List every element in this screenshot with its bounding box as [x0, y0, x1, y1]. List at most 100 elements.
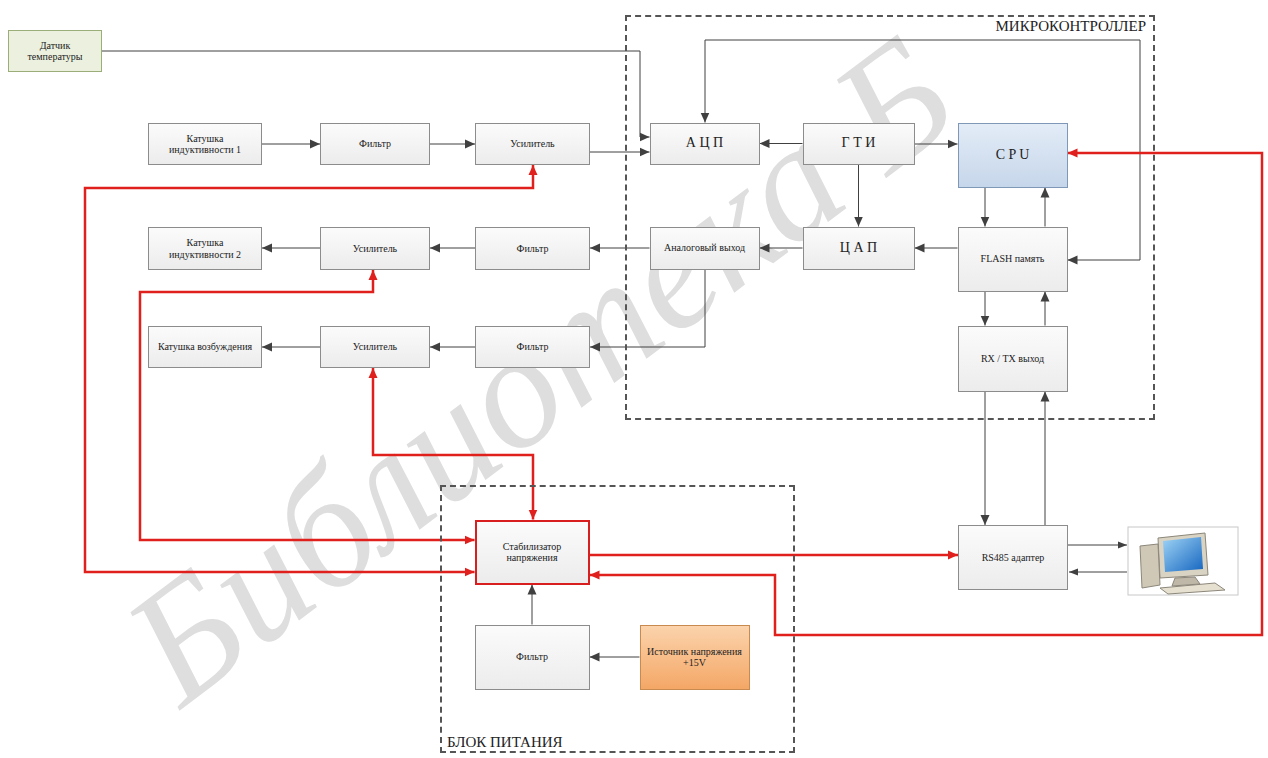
block-box: RX / TX выход — [958, 326, 1068, 392]
signal-connector — [430, 144, 475, 145]
signal-connector — [985, 292, 986, 326]
box-label: Стабилизатор напряжения — [480, 541, 585, 564]
block-box: Г Т И — [803, 123, 915, 165]
block-box: Катушка возбуждения — [148, 326, 262, 368]
signal-connector — [760, 248, 803, 249]
box-label-group: Фильтр — [517, 341, 549, 353]
box-label-group: Ц А П — [840, 240, 877, 256]
block-box: Датчик температуры — [8, 30, 102, 72]
box-label: Ц А П — [840, 240, 877, 256]
box-label: Фильтр — [516, 651, 548, 663]
box-label-group: Усилитель — [353, 341, 397, 353]
box-label-group: Катушка индуктивности 2 — [153, 237, 257, 260]
block-box: C P U — [958, 123, 1068, 188]
signal-connector — [430, 248, 475, 249]
signal-connector — [985, 392, 986, 526]
signal-connector — [915, 144, 958, 145]
signal-connector — [262, 248, 320, 249]
box-label: C P U — [996, 147, 1030, 163]
box-label-group: Стабилизатор напряжения — [480, 541, 585, 564]
signal-connector — [590, 248, 650, 249]
box-label-group: RX / TX выход — [981, 353, 1044, 365]
box-label-group: Датчик температуры — [13, 40, 97, 63]
box-label: FLASH память — [981, 253, 1045, 265]
box-label: Фильтр — [359, 138, 391, 150]
signal-connector — [262, 347, 320, 348]
block-box: Катушка индуктивности 2 — [148, 227, 262, 270]
signal-connector — [262, 144, 320, 145]
box-label: Г Т И — [842, 135, 876, 151]
box-label: А Ц П — [686, 135, 723, 151]
block-box: Фильтр — [475, 326, 590, 368]
box-label: Усилитель — [510, 138, 554, 150]
block-box: Фильтр — [475, 625, 590, 690]
box-label-group: C P U — [996, 147, 1030, 163]
signal-connector — [532, 585, 533, 625]
block-box: Усилитель — [320, 326, 430, 368]
dashed-region: БЛОК ПИТАНИЯ Стабилизатор напряженияФильт… — [440, 485, 795, 753]
block-box: Аналоговый выход — [650, 227, 760, 270]
box-label: RS485 адаптер — [982, 552, 1045, 564]
box-label-group: Г Т И — [842, 135, 876, 151]
block-box: Стабилизатор напряжения — [475, 520, 590, 585]
power-connector — [85, 165, 533, 572]
signal-connector — [1045, 188, 1046, 227]
dashed-region: МИКРОКОНТРОЛЛЕР А Ц П Г Т И C P U Аналоговый… — [625, 15, 1155, 420]
region-heading: БЛОК ПИТАНИЯ — [444, 734, 566, 751]
block-box: Ц А П — [803, 227, 915, 270]
block-box: RS485 адаптер — [958, 525, 1068, 590]
box-label: Катушка индуктивности 1 — [153, 133, 257, 156]
block-box: А Ц П — [650, 123, 760, 165]
box-label: Фильтр — [517, 243, 549, 255]
computer-icon — [1128, 527, 1238, 595]
box-label-group: Усилитель — [353, 243, 397, 255]
box-label-group: Усилитель — [510, 138, 554, 150]
box-label: Источник напряжения +15V — [645, 646, 745, 669]
box-label: Фильтр — [517, 341, 549, 353]
box-label-group: Катушка возбуждения — [158, 341, 252, 353]
signal-connector — [858, 165, 859, 227]
box-label-group: А Ц П — [686, 135, 723, 151]
block-box: Усилитель — [320, 227, 430, 270]
box-label-group: Фильтр — [517, 243, 549, 255]
power-connector — [140, 270, 475, 540]
box-label-group: Фильтр — [516, 651, 548, 663]
box-label: Датчик температуры — [13, 40, 97, 63]
block-box: Катушка индуктивности 1 — [148, 123, 262, 165]
power-connector — [373, 368, 533, 520]
block-box: Источник напряжения +15V — [640, 625, 750, 690]
signal-connector — [915, 248, 958, 249]
signal-connector — [590, 270, 705, 348]
signal-connector — [430, 347, 475, 348]
signal-connector — [590, 152, 650, 153]
signal-connector — [760, 143, 803, 144]
power-connector — [590, 153, 1263, 635]
signal-connector — [590, 657, 640, 658]
box-label-group: Катушка индуктивности 1 — [153, 133, 257, 156]
signal-connector — [705, 40, 1140, 260]
signal-connector — [1045, 392, 1046, 526]
box-label-group: Аналоговый выход — [664, 242, 745, 254]
power-connector — [590, 554, 959, 557]
box-label: Усилитель — [353, 341, 397, 353]
signal-connector — [1045, 292, 1046, 326]
data-arrow — [1069, 572, 1127, 573]
box-label-group: Источник напряжения +15V — [645, 646, 745, 669]
box-label: Аналоговый выход — [664, 242, 745, 254]
signal-connector — [985, 188, 986, 227]
block-box: Фильтр — [320, 123, 430, 165]
block-box: FLASH память — [958, 227, 1068, 292]
box-label-group: RS485 адаптер — [982, 552, 1045, 564]
region-heading: МИКРОКОНТРОЛЛЕР — [993, 18, 1149, 35]
box-label: RX / TX выход — [981, 353, 1044, 365]
data-arrow — [1068, 545, 1127, 546]
box-label-group: FLASH память — [981, 253, 1045, 265]
box-label: Усилитель — [353, 243, 397, 255]
box-label: Катушка индуктивности 2 — [153, 237, 257, 260]
block-box: Фильтр — [475, 227, 590, 270]
block-box: Усилитель — [475, 123, 590, 165]
box-label-group: Фильтр — [359, 138, 391, 150]
